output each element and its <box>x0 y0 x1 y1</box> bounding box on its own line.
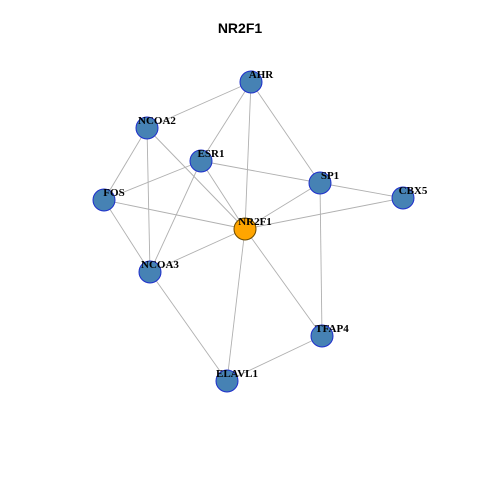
edge-nr2f1-ncoa2 <box>146 127 246 230</box>
node-label-ncoa3: NCOA3 <box>141 259 179 271</box>
node-tfap4: TFAP4 <box>310 323 349 348</box>
node-label-ncoa2: NCOA2 <box>138 115 176 127</box>
node-ncoa3: NCOA3 <box>138 259 179 284</box>
edge-nr2f1-ahr <box>244 81 252 230</box>
node-circle-nr2f1 <box>233 217 257 241</box>
node-elavl1: ELAVL1 <box>215 368 258 393</box>
node-label-sp1: SP1 <box>321 170 339 182</box>
node-circle-ncoa3 <box>138 260 162 284</box>
node-circle-elavl1 <box>215 369 239 393</box>
edge-ahr-ncoa2 <box>146 81 252 129</box>
node-circle-sp1 <box>308 171 332 195</box>
node-circle-cbx5 <box>391 186 415 210</box>
edge-ahr-esr1 <box>200 81 252 162</box>
node-esr1: ESR1 <box>189 148 225 173</box>
edge-ncoa3-elavl1 <box>149 271 228 382</box>
node-label-fos: FOS <box>103 187 124 199</box>
edge-nr2f1-elavl1 <box>226 228 246 382</box>
edge-tfap4-elavl1 <box>226 335 323 382</box>
edge-fos-ncoa3 <box>103 199 151 273</box>
node-ncoa2: NCOA2 <box>135 115 176 140</box>
edge-ncoa2-fos <box>103 127 148 201</box>
node-circle-esr1 <box>189 149 213 173</box>
node-label-tfap4: TFAP4 <box>315 323 349 335</box>
node-circle-ahr <box>239 70 263 94</box>
edges-layer <box>103 81 404 382</box>
edge-sp1-tfap4 <box>319 182 323 337</box>
node-nr2f1: NR2F1 <box>233 216 272 241</box>
node-label-cbx5: CBX5 <box>399 185 428 197</box>
edge-ncoa2-ncoa3 <box>146 127 151 273</box>
node-sp1: SP1 <box>308 170 339 195</box>
node-label-nr2f1: NR2F1 <box>238 216 272 228</box>
node-label-ahr: AHR <box>249 69 275 81</box>
edge-sp1-cbx5 <box>319 182 404 199</box>
node-cbx5: CBX5 <box>391 185 428 210</box>
edge-esr1-sp1 <box>200 160 321 184</box>
edge-ahr-sp1 <box>250 81 321 184</box>
edge-nr2f1-tfap4 <box>244 228 323 337</box>
node-circle-tfap4 <box>310 324 334 348</box>
edge-esr1-fos <box>103 160 202 201</box>
node-ahr: AHR <box>239 69 275 94</box>
edge-nr2f1-fos <box>103 199 246 230</box>
node-circle-fos <box>92 188 116 212</box>
edge-nr2f1-ncoa3 <box>149 228 246 273</box>
node-circle-ncoa2 <box>135 116 159 140</box>
node-label-elavl1: ELAVL1 <box>216 368 258 380</box>
node-fos: FOS <box>92 187 125 212</box>
edge-esr1-ncoa3 <box>149 160 202 273</box>
node-label-esr1: ESR1 <box>198 148 225 160</box>
edge-nr2f1-sp1 <box>244 182 321 230</box>
edge-nr2f1-cbx5 <box>244 197 404 230</box>
edge-nr2f1-esr1 <box>200 160 246 230</box>
graph-title: NR2F1 <box>217 20 263 36</box>
